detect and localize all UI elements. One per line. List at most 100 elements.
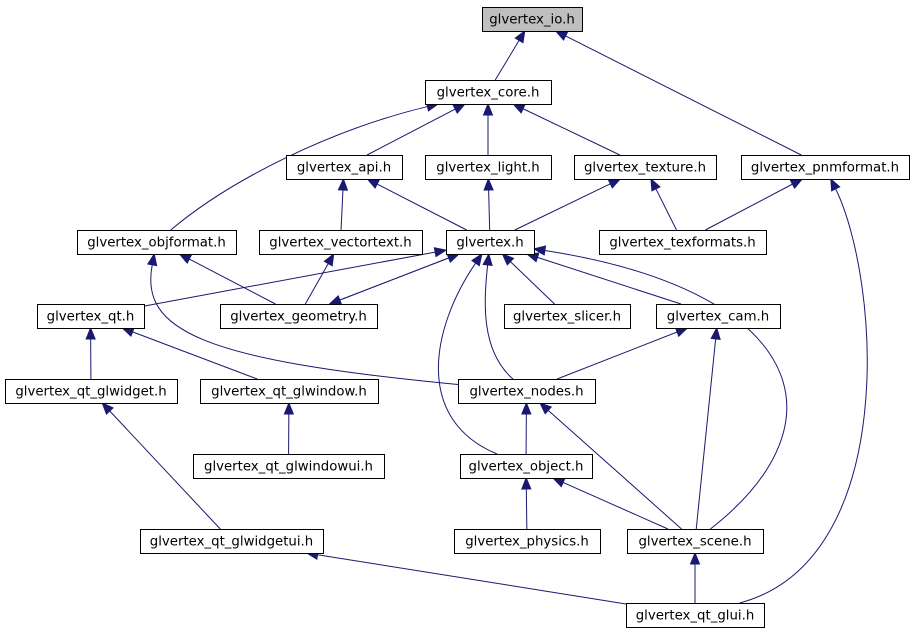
node-glvertex-qt[interactable]: glvertex_qt.h [37, 304, 145, 329]
node-box [77, 230, 237, 255]
edge-line [739, 188, 868, 604]
edge-line [340, 189, 344, 231]
edge-glvertex-to-glvertex-texture [514, 178, 622, 231]
edge-line [547, 409, 682, 530]
node-box [425, 155, 552, 180]
arrowhead [471, 252, 483, 267]
node-box [220, 304, 378, 329]
edge-glvertex-slicer-to-glvertex [501, 253, 555, 305]
edge-glvertex-physics-to-glvertex-object [521, 476, 532, 530]
node-glvertex-qt-glwidget[interactable]: glvertex_qt_glwidget.h [5, 379, 178, 404]
edge-glvertex-texture-to-glvertex-core [511, 103, 621, 156]
node-glvertex-object[interactable]: glvertex_object.h [460, 454, 593, 479]
node-glvertex-texformats[interactable]: glvertex_texformats.h [599, 230, 767, 255]
edge-glvertex-light-to-glvertex-core [482, 102, 494, 155]
node-box [454, 529, 601, 554]
arrowhead [511, 103, 526, 114]
node-glvertex-physics[interactable]: glvertex_physics.h [454, 529, 601, 554]
node-box [482, 7, 583, 32]
edge-glvertex-object-to-glvertex [437, 252, 498, 455]
node-label: glvertex_cam.h [667, 310, 769, 325]
edge-glvertex-texformats-to-glvertex-pnmformat [705, 178, 804, 231]
node-glvertex-api[interactable]: glvertex_api.h [286, 155, 403, 180]
arrowhead [146, 252, 158, 267]
node-label: glvertex_texture.h [584, 161, 706, 176]
edge-glvertex-object-to-glvertex-nodes [521, 401, 532, 455]
node-label: glvertex_io.h [489, 13, 575, 28]
arrowhead [482, 102, 494, 116]
node-label: glvertex_texformats.h [609, 236, 755, 251]
arrowhead [554, 30, 569, 41]
node-label: glvertex_object.h [469, 460, 584, 475]
edge-line [339, 253, 460, 301]
node-label: glvertex_qt_glwidgetui.h [150, 535, 313, 550]
node-label: glvertex_objformat.h [87, 236, 226, 251]
edge-glvertex-nodes-to-glvertex-objformat [146, 252, 459, 385]
arrowhead [789, 178, 804, 189]
arrowhead [521, 401, 532, 415]
edge-line [705, 183, 793, 231]
edge-glvertex-qt-glui-to-glvertex-qt-glwidgetui [305, 549, 627, 605]
edge-glvertex-qt-glwidgetui-to-glvertex-qt-glwidget [101, 402, 221, 530]
edge-glvertex-api-to-glvertex-core [366, 103, 467, 156]
edge-glvertex-scene-to-glvertex-cam [695, 326, 721, 530]
edge-line [494, 40, 520, 81]
node-label: glvertex.h [456, 236, 523, 251]
edge-glvertex-scene-to-glvertex-nodes [538, 402, 682, 530]
edge-line [522, 108, 621, 156]
edge-line [150, 264, 459, 385]
edges-layer [85, 29, 868, 605]
node-box [741, 155, 910, 180]
edge-line [170, 106, 428, 231]
node-label: glvertex_nodes.h [469, 385, 583, 400]
node-glvertex[interactable]: glvertex.h [446, 230, 535, 255]
edge-glvertex-qt-glui-to-glvertex-pnmformat [739, 177, 868, 604]
edge-glvertex-nodes-to-glvertex-cam [556, 327, 689, 380]
node-glvertex-vectortext[interactable]: glvertex_vectortext.h [259, 230, 423, 255]
node-glvertex-cam[interactable]: glvertex_cam.h [656, 304, 781, 329]
node-glvertex-io: glvertex_io.h [482, 7, 583, 32]
node-box [460, 454, 593, 479]
arrowhead [551, 477, 566, 488]
arrowhead [501, 253, 515, 266]
node-glvertex-core[interactable]: glvertex_core.h [425, 80, 552, 105]
node-glvertex-qt-glwindowui[interactable]: glvertex_qt_glwindowui.h [193, 454, 385, 479]
node-glvertex-texture[interactable]: glvertex_texture.h [574, 155, 717, 180]
node-label: glvertex_light.h [436, 161, 539, 176]
edge-glvertex-to-glvertex-geometry [328, 253, 460, 305]
node-box [193, 454, 385, 479]
edge-glvertex-qt-glui-to-glvertex-scene [689, 551, 701, 603]
edge-line [562, 482, 669, 530]
node-glvertex-qt-glwindow[interactable]: glvertex_qt_glwindow.h [200, 379, 379, 404]
node-glvertex-qt-glui[interactable]: glvertex_qt_glui.h [626, 603, 765, 628]
node-label: glvertex_qt_glwindow.h [211, 385, 367, 400]
node-glvertex-qt-glwidgetui[interactable]: glvertex_qt_glwidgetui.h [140, 529, 324, 554]
node-glvertex-nodes[interactable]: glvertex_nodes.h [458, 379, 596, 404]
edge-line [304, 263, 329, 305]
edge-glvertex-qt-glwindowui-to-glvertex-qt-glwindow [283, 401, 295, 455]
edge-glvertex-pnmformat-to-glvertex-io [554, 30, 802, 156]
edge-glvertex-scene-to-glvertex-object [551, 477, 669, 530]
node-label: glvertex_geometry.h [230, 310, 367, 325]
arrowhead [452, 103, 467, 114]
node-glvertex-objformat[interactable]: glvertex_objformat.h [77, 230, 237, 255]
node-box [259, 230, 423, 255]
node-box [5, 379, 178, 404]
node-glvertex-slicer[interactable]: glvertex_slicer.h [504, 304, 631, 329]
node-glvertex-geometry[interactable]: glvertex_geometry.h [220, 304, 378, 329]
node-box [140, 529, 324, 554]
arrowhead [514, 29, 526, 44]
edge-glvertex-vectortext-to-glvertex-api [337, 177, 349, 231]
node-glvertex-scene[interactable]: glvertex_scene.h [627, 529, 764, 554]
node-label: glvertex_pnmformat.h [751, 161, 899, 176]
node-box [504, 304, 631, 329]
arrowhead [689, 551, 701, 565]
edge-line [537, 256, 682, 305]
edge-glvertex-core-to-glvertex-io [494, 29, 526, 81]
node-glvertex-pnmformat[interactable]: glvertex_pnmformat.h [741, 155, 910, 180]
node-glvertex-light[interactable]: glvertex_light.h [425, 155, 552, 180]
node-box [425, 80, 552, 105]
arrowhead [483, 177, 494, 191]
node-box [626, 603, 765, 628]
